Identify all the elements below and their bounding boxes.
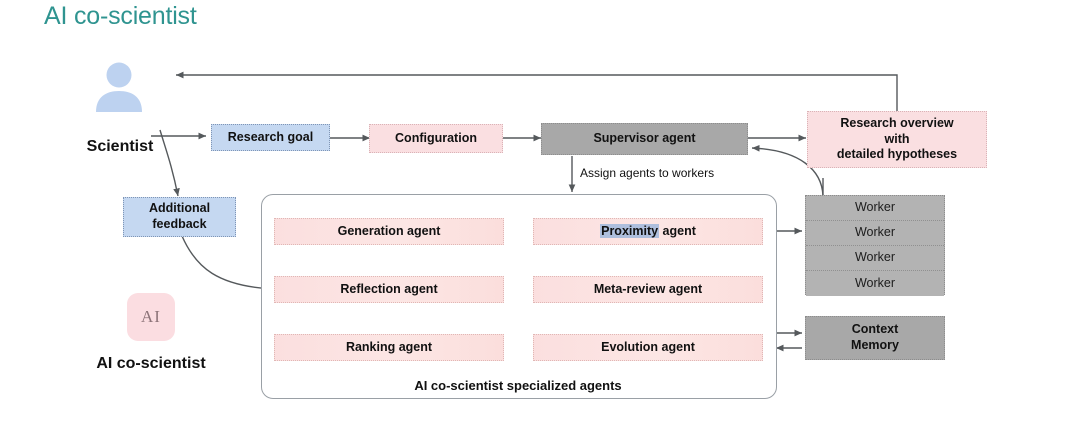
worker-row[interactable]: Worker [806, 246, 944, 271]
scientist-label: Scientist [86, 138, 154, 155]
context-memory-line-2: Memory [851, 338, 899, 352]
person-icon [96, 62, 142, 112]
agent-label-meta-review: Meta-review agent [593, 281, 703, 296]
research-goal-label: Research goal [227, 129, 314, 144]
worker-label: Worker [854, 275, 896, 290]
worker-row[interactable]: Worker [806, 271, 944, 296]
additional-feedback-box[interactable]: Additional feedback [123, 197, 236, 237]
research-overview-line-1: Research overview [840, 116, 954, 131]
worker-row[interactable]: Worker [806, 196, 944, 221]
agent-label-generation: Generation agent [337, 223, 441, 238]
agent-label-proximity-highlight: Proximity [600, 223, 660, 238]
worker-label: Worker [854, 250, 896, 265]
additional-feedback-line-1: Additional [148, 201, 211, 216]
research-overview-box[interactable]: Research overview with detailed hypothes… [807, 111, 987, 168]
context-memory-box[interactable]: Context Memory [805, 316, 945, 360]
research-goal-box[interactable]: Research goal [211, 124, 330, 151]
ai-logo: AI [127, 293, 175, 341]
agent-label-reflection: Reflection agent [340, 281, 438, 296]
ai-co-scientist-label: AI co-scientist [96, 355, 206, 372]
agent-label-ranking: Ranking agent [345, 339, 433, 354]
worker-stack: Worker Worker Worker Worker [805, 195, 945, 296]
page-title: AI co-scientist [44, 2, 197, 30]
research-overview-line-2: with [884, 131, 910, 146]
agent-box-generation[interactable]: Generation agent [274, 218, 504, 245]
configuration-box[interactable]: Configuration [369, 124, 503, 153]
agent-box-proximity[interactable]: Proximity agent [533, 218, 763, 245]
worker-label: Worker [854, 200, 896, 215]
agents-panel-caption: AI co-scientist specialized agents [414, 378, 622, 393]
supervisor-agent-label: Supervisor agent [593, 131, 696, 146]
additional-feedback-line-2: feedback [152, 217, 207, 231]
agent-box-ranking[interactable]: Ranking agent [274, 334, 504, 361]
agent-label-proximity: Proximity agent [600, 223, 696, 240]
context-memory-line-1: Context [851, 322, 899, 337]
agent-box-meta-review[interactable]: Meta-review agent [533, 276, 763, 303]
configuration-label: Configuration [395, 130, 477, 145]
agent-label-proximity-rest: agent [659, 223, 696, 238]
supervisor-agent-box[interactable]: Supervisor agent [541, 123, 748, 155]
assign-agents-label: Assign agents to workers [580, 166, 715, 180]
worker-row[interactable]: Worker [806, 221, 944, 246]
worker-label: Worker [854, 225, 896, 240]
ai-logo-text: AI [141, 307, 161, 326]
agent-box-reflection[interactable]: Reflection agent [274, 276, 504, 303]
agent-label-evolution: Evolution agent [601, 339, 695, 354]
agent-box-evolution[interactable]: Evolution agent [533, 334, 763, 361]
research-overview-line-3: detailed hypotheses [836, 147, 958, 162]
